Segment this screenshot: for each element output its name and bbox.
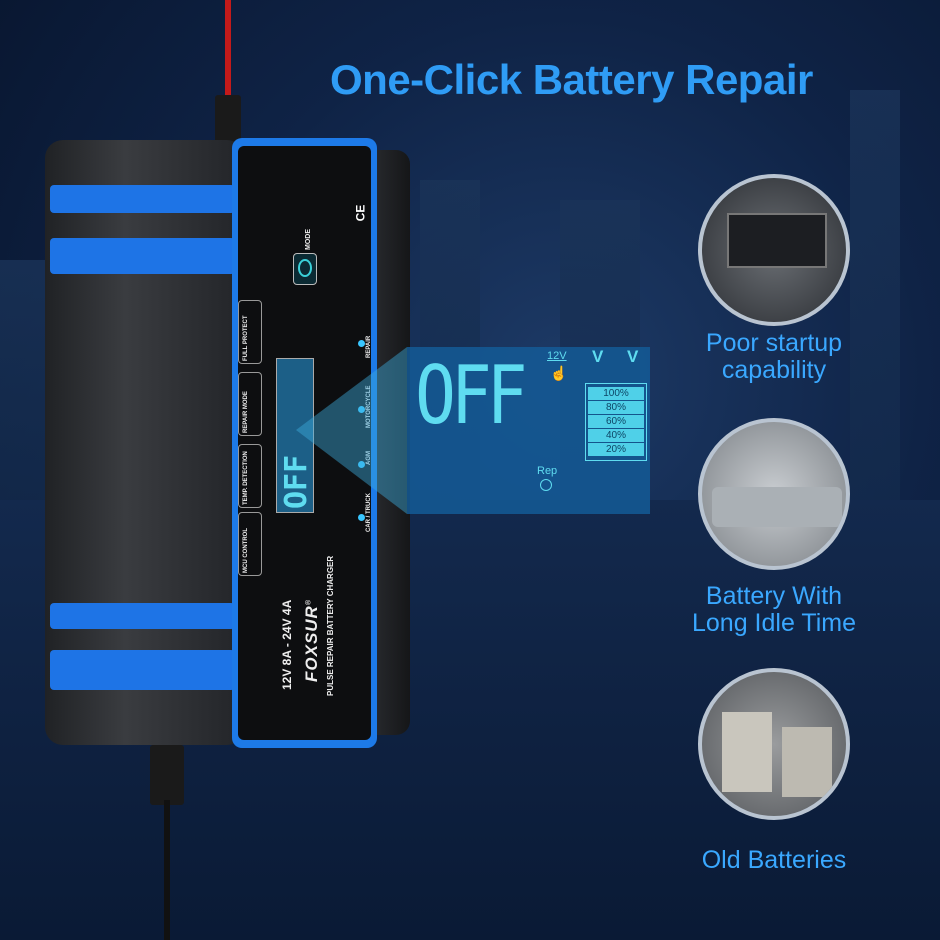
brand-logo: FOXSUR® <box>302 598 321 682</box>
mode-car-truck-label: CAR / TRUCK <box>366 493 372 532</box>
mode-agm-label: AGM <box>366 451 372 465</box>
building <box>0 260 50 500</box>
car-truck-led <box>358 514 365 521</box>
level-20: 20% <box>588 443 644 456</box>
blue-stripe <box>50 650 235 690</box>
rep-label: Rep <box>537 465 558 477</box>
blue-stripe <box>50 603 235 629</box>
building <box>850 90 900 500</box>
mode-repair-label: REPAIR <box>366 335 372 358</box>
plus-terminal-label: V <box>592 347 604 366</box>
repair-mode-indicator: REPAIR MODE <box>238 372 262 436</box>
mode-label: MODE <box>305 229 312 250</box>
fingerprint-icon <box>298 259 312 277</box>
feature-image-car-battery <box>698 174 850 326</box>
battery-level-gauge: 100% 80% 60% 40% 20% <box>585 383 647 461</box>
ce-mark: CE <box>353 204 368 222</box>
voltage-label: 12V <box>547 350 567 362</box>
power-cable <box>164 800 170 940</box>
feature-image-old-batteries <box>698 668 850 820</box>
wrench-icon <box>540 479 552 491</box>
cable-strain-relief <box>215 95 241 143</box>
level-80: 80% <box>588 401 644 414</box>
full-protect-indicator: FULL PROTECT <box>238 300 262 364</box>
lcd-zoom-panel: OFF 12V ☝ V V 100% 80% 60% 40% 20% Rep <box>407 347 650 514</box>
red-cable <box>225 0 231 100</box>
device-lcd: OFF <box>276 358 314 513</box>
level-40: 40% <box>588 429 644 442</box>
minus-terminal-label: V <box>627 347 639 366</box>
motorcycle-led <box>358 406 365 413</box>
mode-motorcycle-label: MOTORCYCLE <box>366 385 372 428</box>
blue-stripe <box>50 238 235 274</box>
rating-label: 12V 8A - 24V 4A <box>280 599 294 690</box>
charger-front-panel <box>232 138 377 748</box>
agm-led <box>358 461 365 468</box>
blue-stripe <box>50 185 235 213</box>
feature-label-old-batteries: Old Batteries <box>701 846 847 874</box>
mode-button[interactable] <box>293 253 317 285</box>
product-subtitle: PULSE REPAIR BATTERY CHARGER <box>326 555 335 696</box>
lcd-off-text: OFF <box>415 349 528 442</box>
feature-image-idle-car <box>698 418 850 570</box>
level-100: 100% <box>588 387 644 400</box>
repair-led <box>358 340 365 347</box>
headline: One-Click Battery Repair <box>330 56 813 103</box>
cable-strain-relief <box>150 745 184 805</box>
hand-icon: ☝ <box>550 365 568 381</box>
temp-detection-indicator: TEMP. DETECTION <box>238 444 262 508</box>
level-60: 60% <box>588 415 644 428</box>
mcu-control-indicator: MCU CONTROL <box>238 512 262 576</box>
